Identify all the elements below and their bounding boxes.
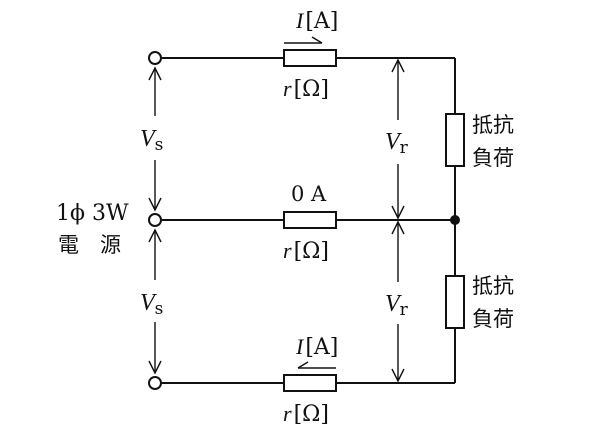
voltage-source-upper-label: Vs: [140, 126, 163, 155]
voltage-receive-lower-label: Vr: [385, 291, 409, 320]
voltage-arrow-source-upper-icon: [148, 66, 162, 212]
source-name-label: 電 源: [58, 233, 121, 257]
resistance-top-label: r[Ω]: [283, 76, 329, 102]
voltage-arrow-receive-lower-icon: [391, 220, 405, 383]
junction-dot: [450, 215, 460, 225]
current-arrow-right-icon: [284, 36, 323, 44]
load-upper-label-line2: 負荷: [472, 146, 514, 170]
line-resistor-neutral: [283, 211, 337, 229]
voltage-arrow-receive-upper-icon: [391, 58, 405, 220]
load-resistor-upper: [445, 113, 465, 167]
source-phase-label: 1ϕ 3W: [56, 201, 129, 226]
terminal-neutral: [148, 213, 162, 227]
current-bottom-label: I[A]: [295, 334, 338, 360]
current-arrow-left-icon: [297, 361, 336, 369]
load-resistor-lower: [445, 275, 465, 329]
terminal-bottom: [148, 376, 162, 390]
voltage-source-lower-label: Vs: [140, 290, 163, 319]
voltage-receive-upper-label: Vr: [385, 129, 409, 158]
load-upper-label-line1: 抵抗: [472, 113, 514, 137]
line-resistor-bottom: [283, 374, 337, 392]
line-resistor-top: [283, 49, 337, 67]
resistance-neutral-label: r[Ω]: [283, 238, 329, 264]
voltage-arrow-source-lower-icon: [148, 228, 162, 375]
load-lower-label-line1: 抵抗: [472, 274, 514, 298]
terminal-top: [148, 51, 162, 65]
load-lower-label-line2: 負荷: [472, 307, 514, 331]
current-neutral-label: 0 A: [291, 182, 327, 206]
resistance-bottom-label: r[Ω]: [283, 401, 329, 427]
current-top-label: I[A]: [295, 8, 338, 34]
